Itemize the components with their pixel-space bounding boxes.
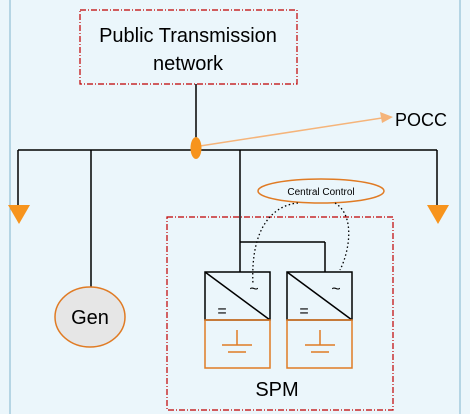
inverter-2-diagonal: [286, 271, 353, 321]
spm-label: SPM: [255, 379, 298, 401]
left-load-triangle: [8, 205, 30, 224]
battery-1-box: [204, 319, 271, 369]
pocc-arrow-head: [380, 112, 393, 123]
central-control-oval: [257, 178, 385, 204]
central-control-label: Central Control: [287, 187, 354, 198]
pocc-marker: [190, 137, 202, 159]
battery-2-box: [286, 319, 353, 369]
pocc-label: POCC: [395, 110, 447, 130]
pocc-arrow-line: [199, 117, 383, 147]
network-label-line1: Public Transmission: [99, 25, 277, 47]
inverter-2-dc-symbol: =: [299, 303, 308, 320]
inverter-1-diagonal: [204, 271, 271, 321]
network-box: [79, 9, 298, 85]
right-load-triangle: [427, 205, 449, 224]
gen-label: Gen: [71, 307, 109, 329]
gen-circle: [54, 286, 126, 348]
inverter-1-ac-symbol: ~: [249, 281, 258, 298]
network-label-line2: network: [153, 53, 224, 75]
spm-box: [166, 216, 394, 411]
inverter-2-ac-symbol: ~: [331, 281, 340, 298]
inverter-1-dc-symbol: =: [217, 303, 226, 320]
